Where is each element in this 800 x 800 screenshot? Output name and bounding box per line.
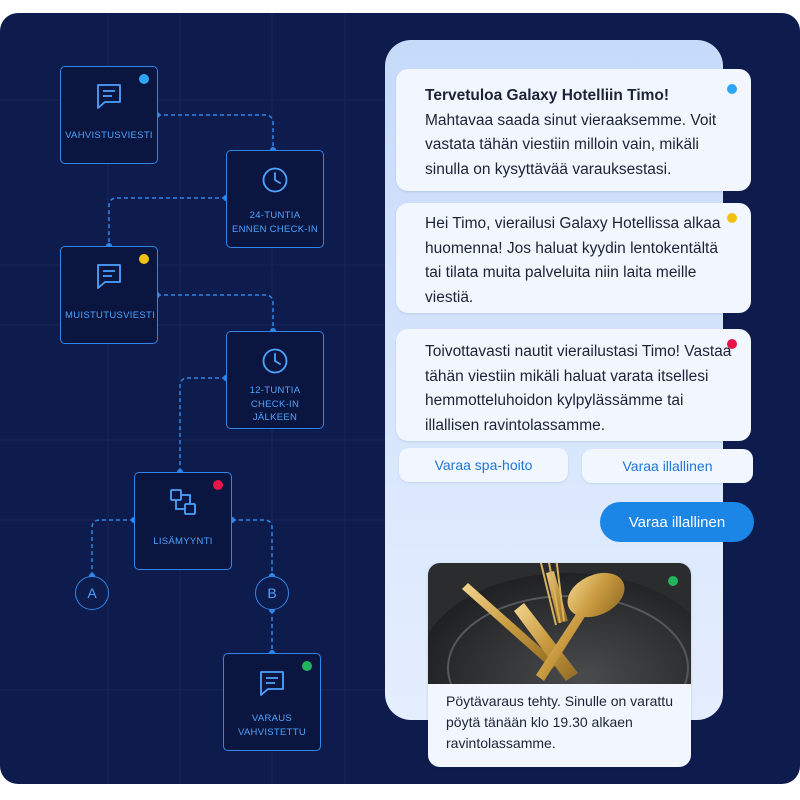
branch-a-label: A — [87, 585, 97, 601]
branch-b-label: B — [267, 585, 277, 601]
message-text: Toivottavasti nautit vierailustasi Timo!… — [425, 343, 732, 434]
quick-reply-spa-button[interactable]: Varaa spa-hoito — [399, 448, 568, 482]
cutlery-photo — [428, 563, 691, 684]
clock-icon — [227, 346, 323, 380]
node-label: VARAUS VAHVISTETTU — [237, 713, 307, 738]
chat-icon — [61, 261, 157, 295]
node-label: 24-TUNTIA ENNEN CHECK-IN — [231, 210, 318, 235]
sent-reply-bubble[interactable]: Varaa illallinen — [600, 502, 754, 542]
node-label: LISÄMYYNTI — [153, 536, 213, 547]
status-dot — [139, 254, 149, 264]
status-dot — [727, 213, 737, 223]
status-dot — [213, 480, 223, 490]
branch-b[interactable]: B — [255, 576, 289, 610]
status-dot — [727, 339, 737, 349]
node-label: VAHVISTUSVIESTI — [65, 130, 153, 141]
quick-reply-dinner-button[interactable]: Varaa illallinen — [582, 449, 753, 483]
message-text: Hei Timo, vierailusi Galaxy Hotellissa a… — [425, 215, 721, 306]
chat-icon — [224, 668, 320, 702]
confirmation-text: Pöytävaraus tehty. Sinulle on varattu pö… — [446, 693, 673, 751]
flow-node-varaus-vahvistettu[interactable]: VARAUS VAHVISTETTU — [223, 653, 321, 751]
flow-node-12-tuntia[interactable]: 12-TUNTIA CHECK-IN JÄLKEEN — [226, 331, 324, 429]
flow-node-muistutusviesti[interactable]: MUISTUTUSVIESTI — [60, 246, 158, 344]
status-dot — [727, 84, 737, 94]
status-dot — [668, 576, 678, 586]
flow-node-24-tuntia[interactable]: 24-TUNTIA ENNEN CHECK-IN — [226, 150, 324, 248]
confirmation-card: Pöytävaraus tehty. Sinulle on varattu pö… — [428, 563, 691, 767]
branch-a[interactable]: A — [75, 576, 109, 610]
chat-message-welcome: Tervetuloa Galaxy Hotelliin Timo! Mahtav… — [396, 69, 751, 191]
flow-node-vahvistusviesti[interactable]: VAHVISTUSVIESTI — [60, 66, 158, 164]
clock-icon — [227, 165, 323, 199]
chat-message-upsell: Toivottavasti nautit vierailustasi Timo!… — [396, 329, 751, 441]
node-label: 12-TUNTIA CHECK-IN JÄLKEEN — [249, 385, 301, 423]
message-title: Tervetuloa Galaxy Hotelliin Timo! — [425, 87, 670, 104]
chat-message-reminder: Hei Timo, vierailusi Galaxy Hotellissa a… — [396, 203, 751, 313]
message-text: Mahtavaa saada sinut vieraaksemme. Voit … — [425, 111, 717, 178]
status-dot — [139, 74, 149, 84]
chat-icon — [61, 81, 157, 115]
node-label: MUISTUTUSVIESTI — [65, 310, 156, 321]
flow-icon — [135, 487, 231, 521]
flow-node-lisamyynti[interactable]: LISÄMYYNTI — [134, 472, 232, 570]
status-dot — [302, 661, 312, 671]
